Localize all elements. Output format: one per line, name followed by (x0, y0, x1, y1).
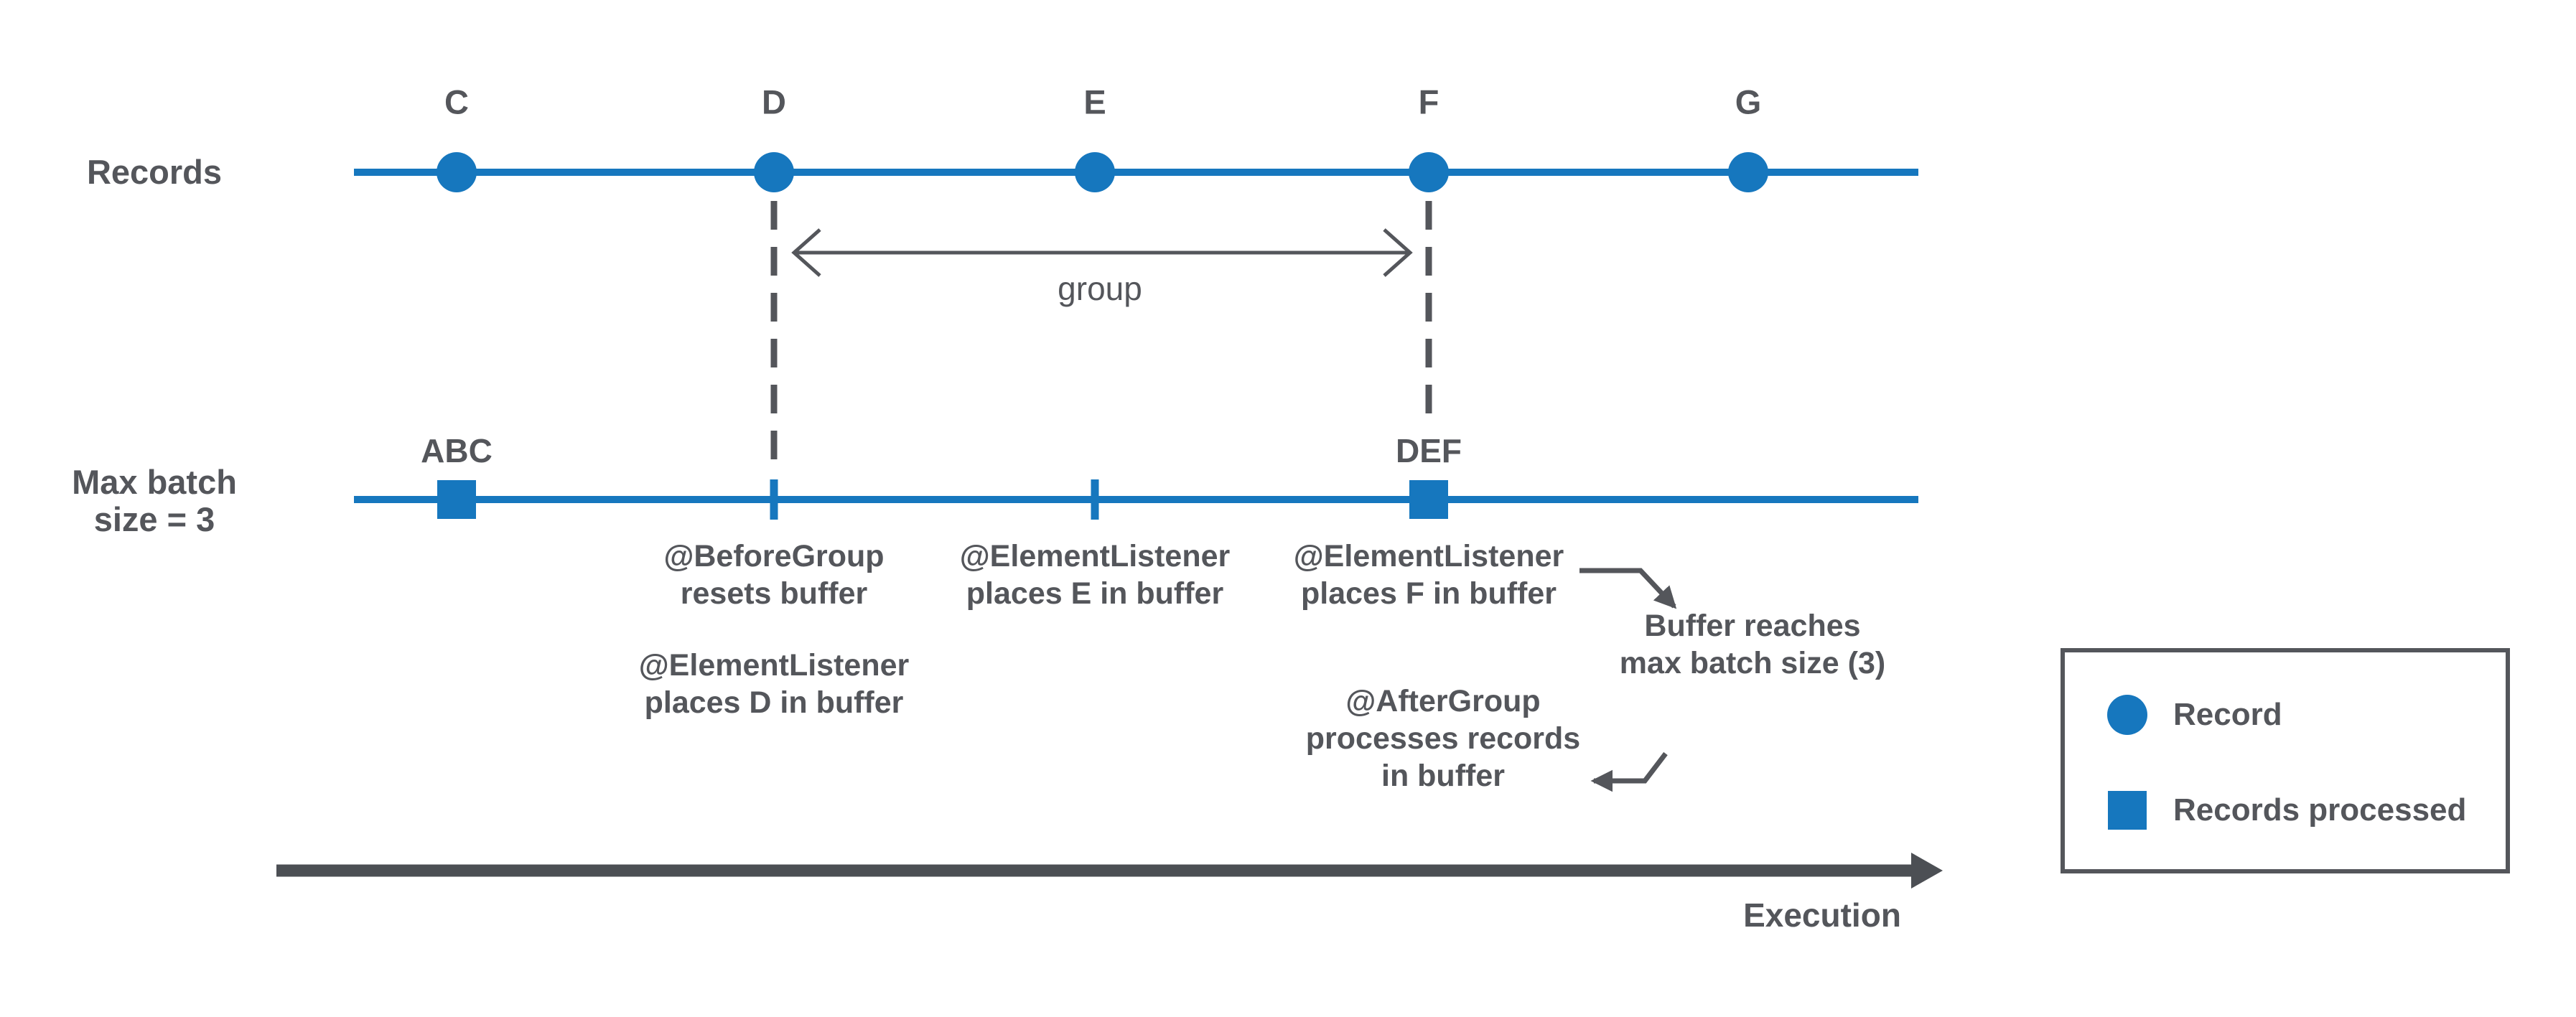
annotation-line: @BeforeGroup (663, 539, 885, 573)
annotation-line: @ElementListener (638, 648, 910, 683)
annotation-line: @AfterGroup (1345, 684, 1541, 718)
record-label-f: F (1418, 83, 1439, 121)
record-label-g: G (1735, 83, 1762, 121)
annotation-line: places F in buffer (1300, 576, 1557, 611)
annotation-element-listener-e: @ElementListener places E in buffer (960, 538, 1230, 612)
annotation-line: in buffer (1381, 759, 1505, 793)
after-group-elbow-arrow (1590, 751, 1668, 792)
batch-label-abc: ABC (421, 432, 493, 469)
group-arrow-right-chevron (1383, 228, 1413, 277)
legend-records-processed-label: Records processed (2173, 792, 2467, 828)
annotation-element-listener-f: @ElementListener places F in buffer (1294, 538, 1564, 612)
annotation-element-listener-d: @ElementListener places D in buffer (639, 647, 909, 721)
max-batch-size-line1: Max batch (72, 463, 237, 501)
processed-square-abc (437, 480, 476, 519)
annotation-line: places D in buffer (644, 685, 904, 720)
record-label-e: E (1083, 83, 1106, 121)
annotation-buffer-reaches-max: Buffer reaches max batch size (3) (1620, 607, 1885, 682)
record-dot-d (754, 152, 794, 192)
annotation-line: @ElementListener (1293, 539, 1564, 573)
annotation-line: max batch size (3) (1619, 646, 1886, 680)
processed-square-def (1409, 480, 1448, 519)
legend-records-processed-square-icon (2108, 791, 2147, 830)
annotation-line: processes records (1305, 721, 1581, 756)
legend-record-label: Record (2173, 697, 2282, 732)
legend-record-circle-icon (2107, 695, 2147, 735)
legend-box (2061, 648, 2510, 873)
annotation-line: @ElementListener (959, 539, 1231, 573)
execution-axis-label: Execution (1743, 896, 1901, 934)
annotation-line: Buffer reaches (1644, 609, 1861, 643)
group-arrow-left-chevron (791, 228, 821, 277)
max-batch-size-label: Max batch size = 3 (72, 464, 237, 538)
annotation-before-group: @BeforeGroup resets buffer (663, 538, 884, 612)
group-label: group (1058, 270, 1142, 307)
record-dot-f (1409, 152, 1449, 192)
records-row-label: Records (86, 153, 223, 191)
record-label-c: C (444, 83, 469, 121)
buffer-full-elbow-arrow (1579, 568, 1677, 609)
record-label-d: D (762, 83, 786, 121)
max-batch-size-line2: size = 3 (93, 500, 215, 538)
record-dot-c (437, 152, 477, 192)
record-dot-e (1075, 152, 1115, 192)
annotation-after-group: @AfterGroup processes records in buffer (1306, 683, 1580, 795)
batch-label-def: DEF (1396, 432, 1462, 469)
annotation-line: resets buffer (680, 576, 868, 611)
execution-arrowhead (1911, 853, 1943, 889)
annotation-line: places E in buffer (966, 576, 1224, 611)
record-dot-g (1728, 152, 1768, 192)
